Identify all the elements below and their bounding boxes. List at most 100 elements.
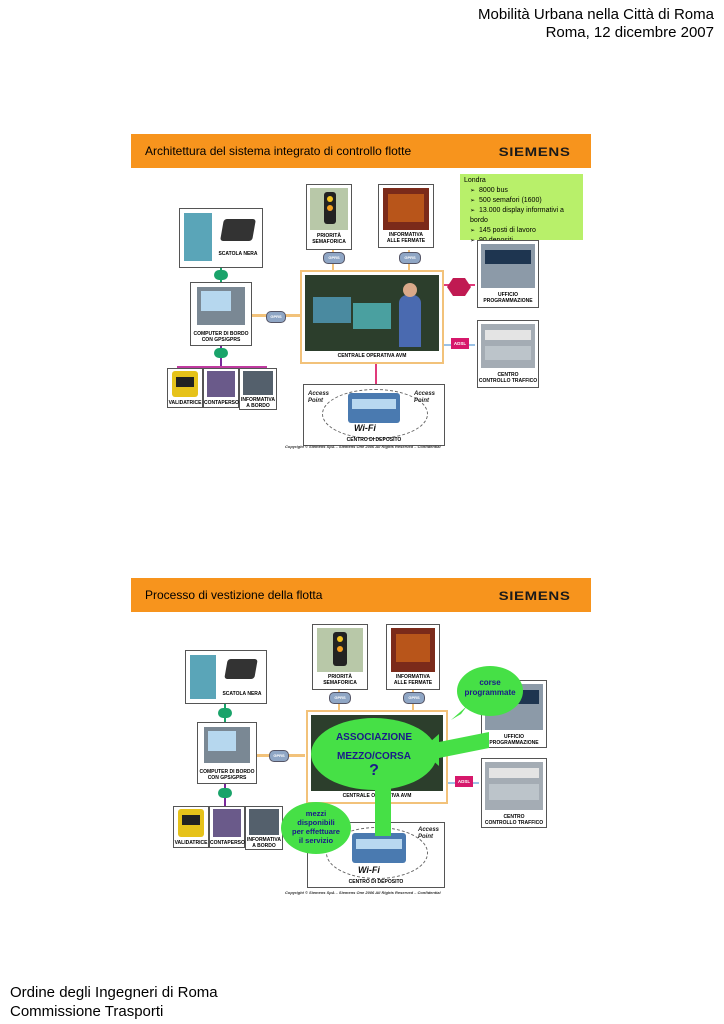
gprs-badge: GPRS	[399, 252, 421, 264]
deposito-label: CENTRO DI DEPOSITO	[348, 879, 404, 885]
slide-1-title-bar: Architettura del sistema integrato di co…	[131, 134, 591, 168]
stop-display-photo	[391, 628, 435, 672]
londra-item: 8000 bus	[470, 186, 579, 196]
scatola-nera-card: SCATOLA NERA	[185, 650, 267, 704]
onboard-display-photo	[249, 809, 279, 835]
copyright: Copyright © Siemens SpA – Siemens One 20…	[285, 444, 441, 449]
contapersone-label: CONTAPERSONE	[210, 840, 252, 846]
gprs-badge: GPRS	[329, 692, 351, 704]
mezzi-disponibili-bubble: mezzi disponibili per effettuare il serv…	[281, 802, 351, 854]
siemens-logo: SIEMENS	[499, 589, 571, 603]
contapersone-label: CONTAPERSONE	[204, 400, 246, 406]
connector	[177, 366, 267, 368]
corner-mark	[587, 134, 591, 140]
londra-list: 8000 bus 500 semafori (1600) 13.000 disp…	[464, 186, 579, 246]
deposito-label: CENTRO DI DEPOSITO	[346, 437, 402, 443]
network-hexagon-icon	[447, 278, 471, 296]
londra-title: Londra	[464, 177, 486, 184]
validatrice-label: VALIDATRICE	[174, 840, 208, 846]
scatola-nera-card: SCATOLA NERA	[179, 208, 263, 268]
londra-item: 145 posti di lavoro	[470, 226, 579, 236]
page-header: Mobilità Urbana nella Città di Roma Roma…	[478, 6, 714, 42]
black-box-device	[224, 659, 258, 679]
page-footer: Ordine degli Ingegneri di Roma Commissio…	[10, 983, 218, 1021]
bus-photo	[352, 833, 406, 863]
traffic-light-photo	[310, 188, 348, 230]
icons-panel	[190, 655, 216, 699]
wifi-label: Wi-Fi	[358, 865, 380, 875]
header-line2: Roma, 12 dicembre 2007	[545, 24, 714, 41]
traffic-center-photo	[485, 762, 543, 810]
wifi-zone	[322, 389, 428, 439]
corse-programmate-bubble: corse programmate	[457, 666, 523, 716]
header-line1: Mobilità Urbana nella Città di Roma	[478, 6, 714, 23]
bus-photo	[348, 393, 400, 423]
onboard-display-photo	[243, 371, 273, 395]
londra-item: 500 semafori (1600)	[470, 196, 579, 206]
slide-1: Architettura del sistema integrato di co…	[131, 134, 591, 454]
bubble-tail	[451, 706, 467, 720]
adsl-badge: ADSL	[455, 776, 473, 787]
connector-badge	[214, 348, 228, 358]
people-counter-photo	[207, 371, 235, 397]
copyright: Copyright © Siemens SpA – Siemens One 20…	[285, 890, 441, 895]
validatrice-label: VALIDATRICE	[168, 400, 202, 406]
onboard-computer-photo	[204, 727, 250, 763]
traffic-light-photo	[317, 628, 363, 672]
validator-photo	[172, 371, 198, 397]
validatrice-card: VALIDATRICE	[173, 806, 209, 848]
footer-line2: Commissione Trasporti	[10, 1003, 164, 1020]
gprs-badge: GPRS	[266, 311, 286, 323]
office-photo	[481, 244, 535, 288]
arrow-left-icon	[421, 732, 489, 766]
stop-display-photo	[383, 188, 429, 230]
scatola-nera-label: SCATOLA NERA	[222, 691, 262, 697]
connector-badge	[214, 270, 228, 280]
associazione-bubble: ASSOCIAZIONE MEZZO/CORSA ?	[311, 718, 437, 790]
gprs-badge: GPRS	[323, 252, 345, 264]
contapersone-card: CONTAPERSONE	[209, 806, 252, 848]
gprs-badge: GPRS	[269, 750, 289, 762]
slide-2-title: Processo di vestizione della flotta	[145, 588, 323, 602]
siemens-logo: SIEMENS	[499, 145, 571, 159]
slide-2-title-bar: Processo di vestizione della flotta SIEM…	[131, 578, 591, 612]
connector-badge	[218, 788, 232, 798]
londra-item: 13.000 display informativi a bordo	[470, 206, 579, 226]
gprs-badge: GPRS	[403, 692, 425, 704]
onboard-computer-photo	[197, 287, 245, 325]
validator-photo	[178, 809, 204, 837]
traffic-center-photo	[481, 324, 535, 368]
icons-panel	[184, 213, 212, 261]
slide-1-title: Architettura del sistema integrato di co…	[145, 144, 412, 158]
connector	[375, 360, 377, 384]
control-room-photo	[305, 275, 439, 351]
footer-line1: Ordine degli Ingegneri di Roma	[10, 984, 218, 1001]
centrale-operativa-card: CENTRALE OPERATIVA AVM	[300, 270, 444, 364]
